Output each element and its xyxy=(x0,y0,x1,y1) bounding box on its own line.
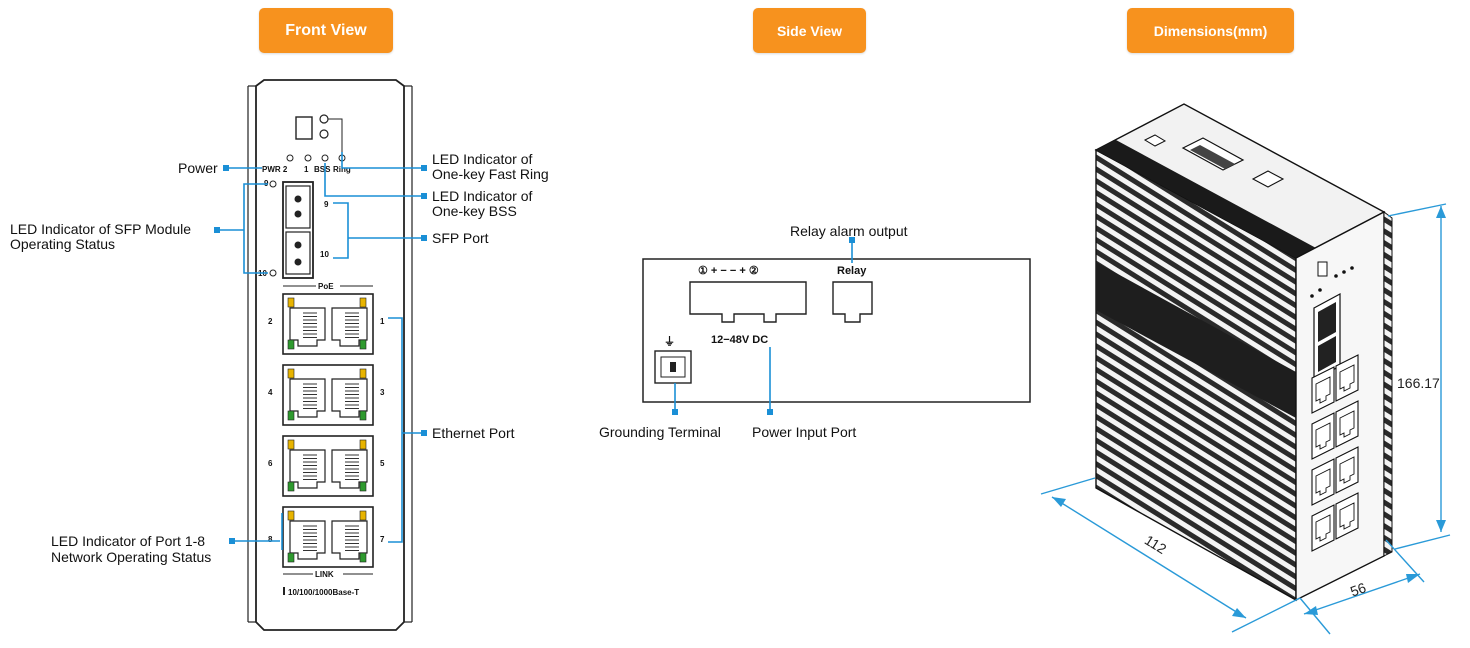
sfp-port-9 xyxy=(285,185,311,229)
dimension-depth: 112 xyxy=(1142,532,1170,558)
poe-label: PoE xyxy=(318,282,334,291)
ground-symbol-icon: ⏚ xyxy=(664,335,675,348)
pwr-label: PWR 2 xyxy=(262,165,288,174)
callout-sfp-status-line1: LED Indicator of SFP Module xyxy=(10,221,191,237)
rj45-port-3d xyxy=(1335,354,1359,402)
rj45-jack-3d xyxy=(1315,468,1331,496)
port-led-green xyxy=(287,339,295,350)
link-label: LINK xyxy=(315,570,334,579)
port-led-yellow xyxy=(359,510,367,521)
sfp-port-10 xyxy=(285,231,311,275)
dimension-height: 166.17 xyxy=(1397,375,1440,391)
callout-sfp-status-line2: Operating Status xyxy=(10,236,115,252)
port-led-yellow xyxy=(359,439,367,450)
port-led-green xyxy=(287,481,295,492)
speed-label: 10/100/1000Base-T xyxy=(288,588,359,597)
port-number: 3 xyxy=(380,388,385,397)
sfp10-label: 10 xyxy=(320,250,329,259)
sfp-slot xyxy=(1318,336,1336,372)
port-number: 4 xyxy=(268,388,273,397)
rj45-jack-3d xyxy=(1339,502,1355,530)
one-label: 1 xyxy=(304,165,309,174)
relay-label: Relay xyxy=(837,265,867,277)
ethernet-ports xyxy=(282,293,374,568)
callout-relay-alarm: Relay alarm output xyxy=(790,223,908,239)
rj45-port-3d xyxy=(1335,446,1359,494)
tab-side-view[interactable]: Side View xyxy=(753,8,866,53)
port-led-green xyxy=(359,339,367,350)
tab-front-view[interactable]: Front View xyxy=(259,8,393,53)
reset-button-icon xyxy=(319,129,329,139)
rj45-port-3d xyxy=(1335,400,1359,448)
port-number: 7 xyxy=(380,535,385,544)
port-number: 6 xyxy=(268,459,273,468)
rj45-jack-3d xyxy=(1315,514,1331,542)
callout-bss-line2: One-key BSS xyxy=(432,203,517,219)
port-led-green xyxy=(359,410,367,421)
port-number: 1 xyxy=(380,317,385,326)
dimension-width: 56 xyxy=(1348,579,1368,599)
port-led-green xyxy=(287,552,295,563)
rj45-jack-3d xyxy=(1339,456,1355,484)
bss-label: BSS xyxy=(314,165,331,174)
dimensions-view: 166.17 112 56 xyxy=(1040,103,1451,635)
port-led-green xyxy=(359,552,367,563)
front-callout-lines xyxy=(218,152,422,550)
port-led-yellow xyxy=(287,297,295,308)
led-dot xyxy=(1310,294,1314,298)
port-led-yellow xyxy=(287,439,295,450)
callout-power: Power xyxy=(178,160,218,176)
side-view: ① + − − + ② 12−48V DC Relay ⏚ Relay alar… xyxy=(599,223,1031,440)
port-led-yellow xyxy=(359,297,367,308)
power-terminal-block xyxy=(689,281,807,323)
led-dot xyxy=(1334,274,1338,278)
rj45-port-3d xyxy=(1311,366,1335,414)
rj45-port-3d xyxy=(1311,412,1335,460)
rj45-jack-3d xyxy=(1339,364,1355,392)
button-icon xyxy=(1317,261,1328,277)
side-band xyxy=(1096,262,1296,418)
port-number: 5 xyxy=(380,459,385,468)
side-panel-outline xyxy=(642,258,1031,403)
led-dot xyxy=(1350,266,1354,270)
callout-sfp-port: SFP Port xyxy=(432,230,489,246)
led-dot xyxy=(1318,288,1322,292)
callout-port-led-line1: LED Indicator of Port 1-8 xyxy=(51,533,205,549)
port-led-yellow xyxy=(287,368,295,379)
led-dot xyxy=(1342,270,1346,274)
front-face xyxy=(1295,210,1385,602)
status-leds xyxy=(286,154,346,162)
callout-fast-ring-line2: One-key Fast Ring xyxy=(432,166,549,182)
rj45-jack-3d xyxy=(1315,376,1331,404)
callout-grounding-terminal: Grounding Terminal xyxy=(599,424,721,440)
relay-port xyxy=(832,281,873,323)
rj45-port-3d xyxy=(1311,504,1335,552)
front-view: PWR 2 1 BSS Ring 9 10 9 10 PoE 2 1 4 3 6… xyxy=(10,79,549,631)
port-led-yellow xyxy=(359,368,367,379)
callout-fast-ring-line1: LED Indicator of xyxy=(432,151,532,167)
voltage-label: 12−48V DC xyxy=(711,334,768,346)
callout-ethernet-port: Ethernet Port xyxy=(432,425,515,441)
rj45-port-3d xyxy=(1311,458,1335,506)
tab-dimensions[interactable]: Dimensions(mm) xyxy=(1127,8,1294,53)
callout-power-input: Power Input Port xyxy=(752,424,856,440)
terminal-polarity: ① + − − + ② xyxy=(698,265,759,277)
sfp-slot xyxy=(1318,302,1336,342)
dimension-lines xyxy=(1040,203,1451,635)
port-led-green xyxy=(287,410,295,421)
ring-label: Ring xyxy=(333,165,351,174)
rj45-port-3d xyxy=(1335,492,1359,540)
callout-bss-line1: LED Indicator of xyxy=(432,188,532,204)
rj45-jack-3d xyxy=(1339,410,1355,438)
port-number: 8 xyxy=(268,535,273,544)
port-led-yellow xyxy=(287,510,295,521)
port-led-green xyxy=(359,481,367,492)
sfp9-label: 9 xyxy=(324,200,329,209)
bss-button-icon xyxy=(295,116,313,140)
rj45-jack-3d xyxy=(1315,422,1331,450)
port-number: 2 xyxy=(268,317,273,326)
front-face-ports xyxy=(1310,261,1359,552)
callout-port-led-line2: Network Operating Status xyxy=(51,549,211,565)
